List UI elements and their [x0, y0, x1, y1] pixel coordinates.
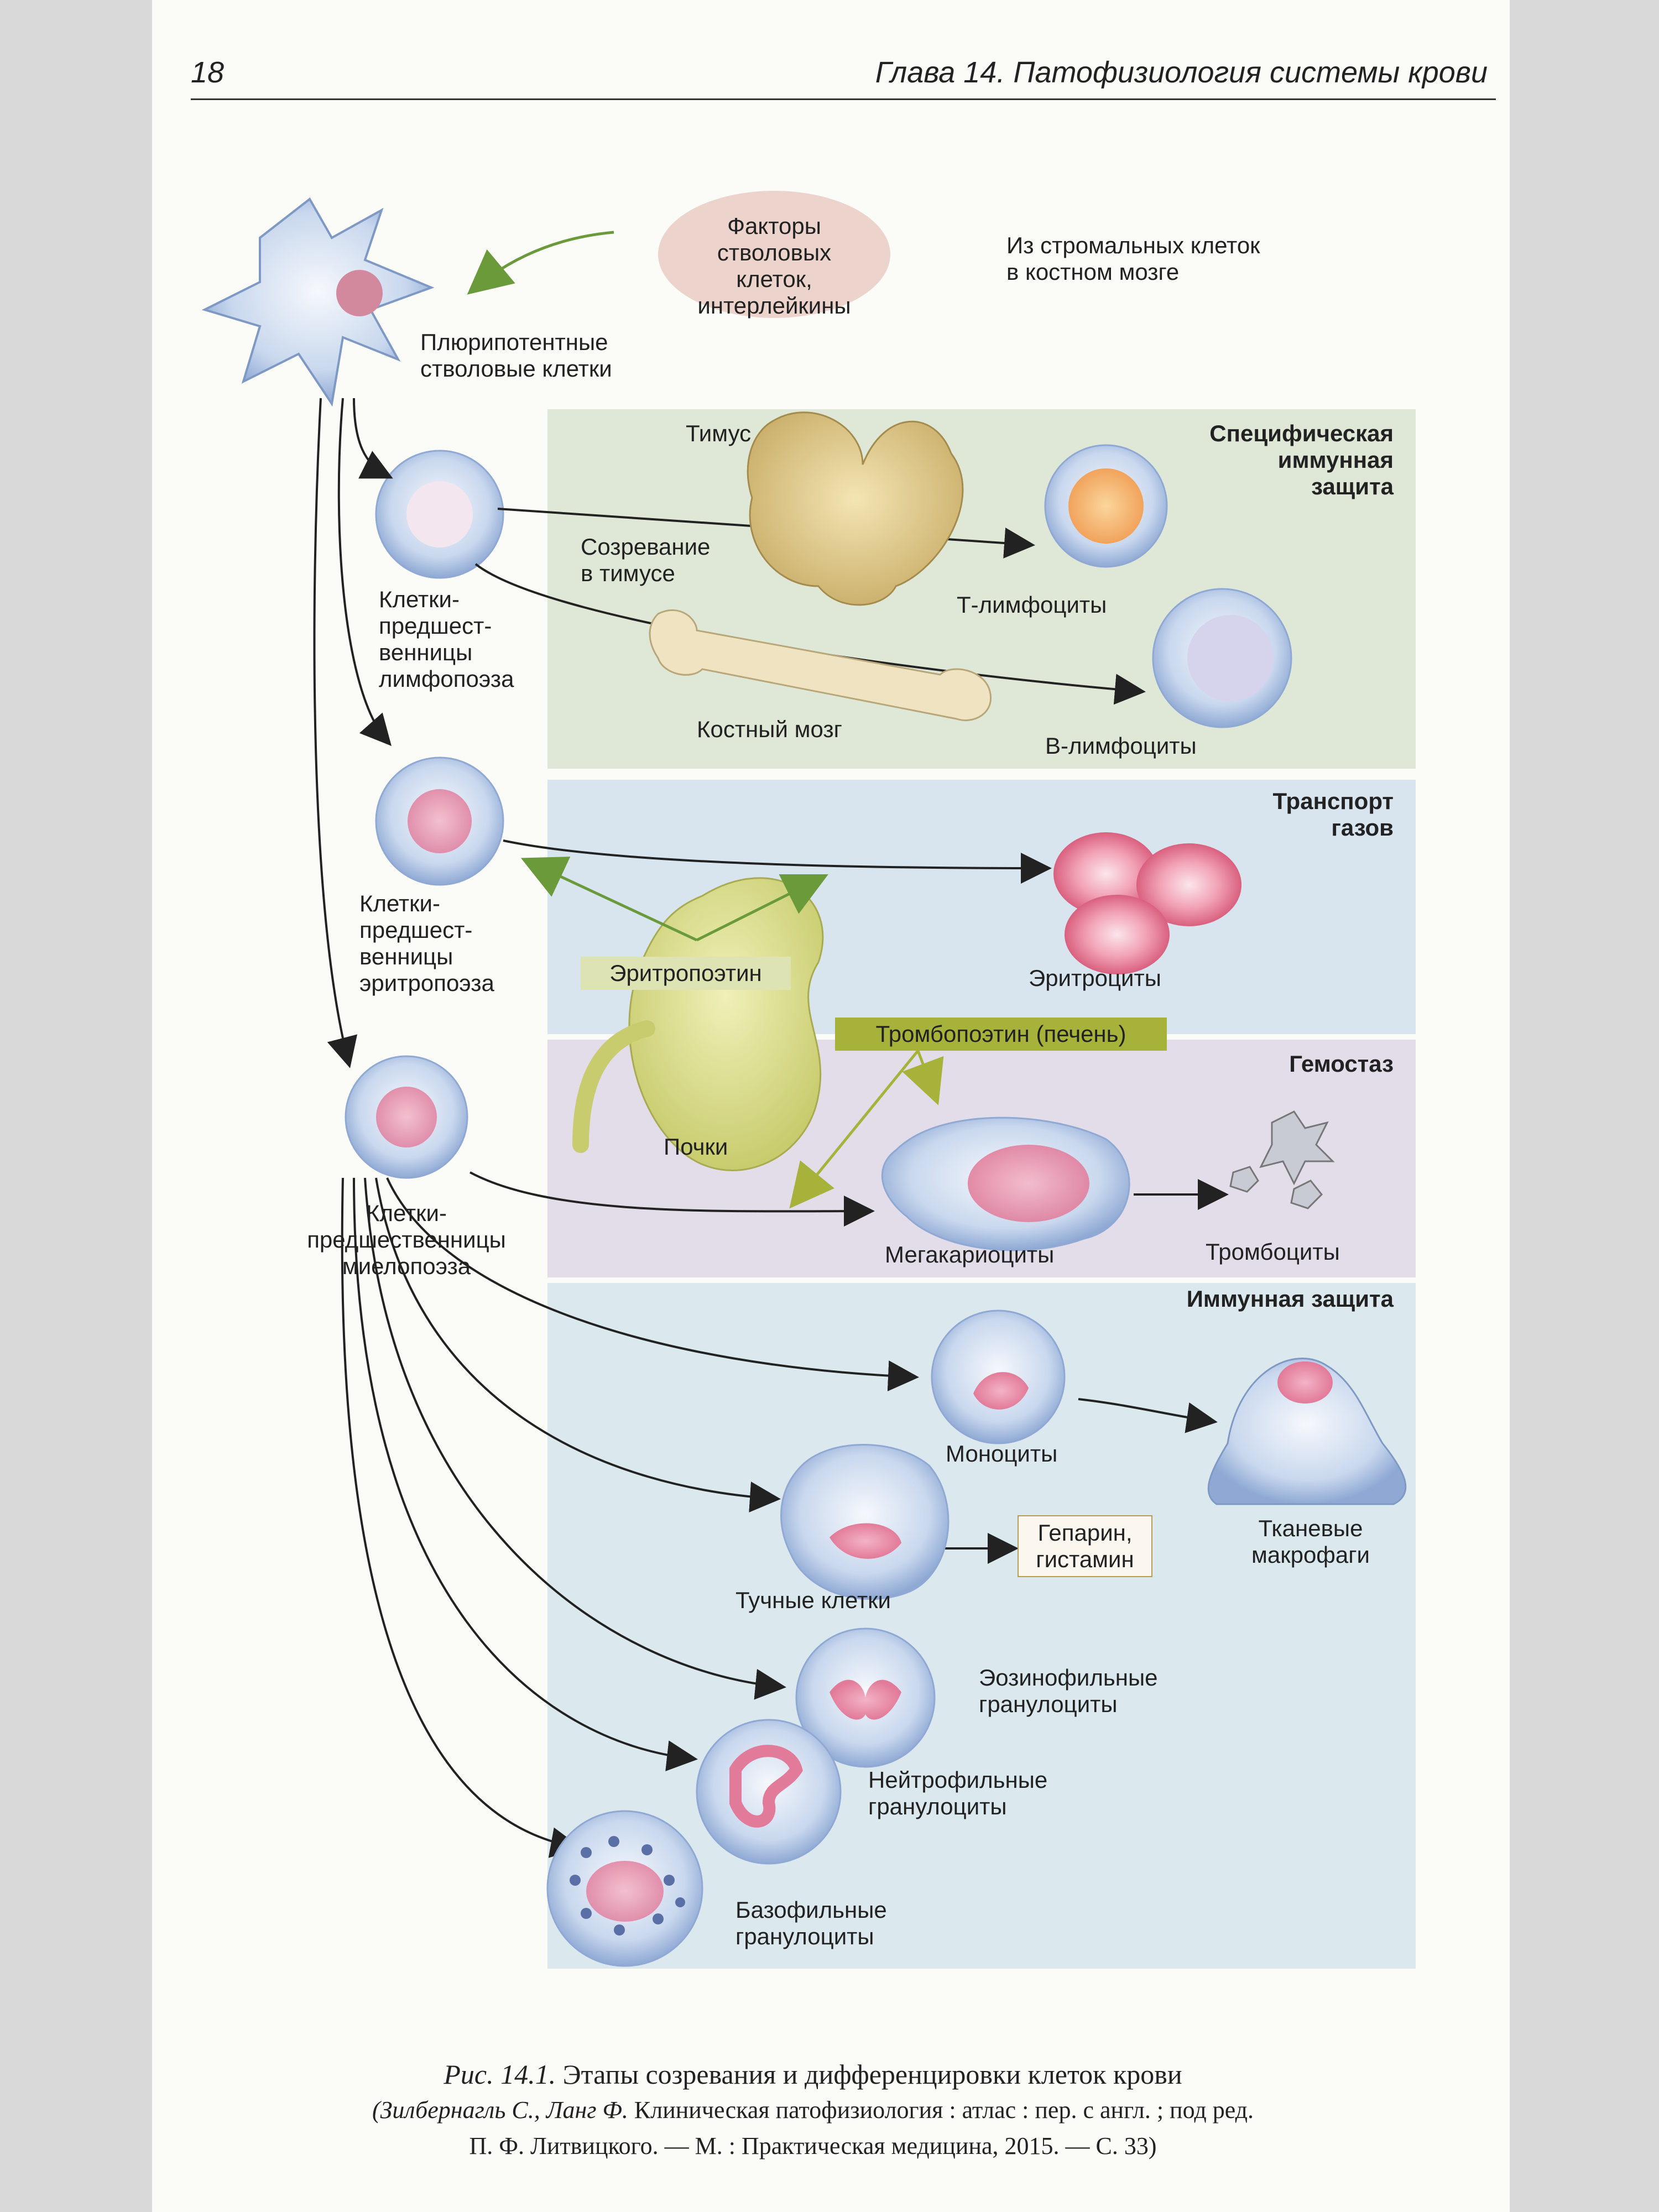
megakaryocyte-label: Мегакариоциты	[885, 1241, 1055, 1267]
chapter-title: Глава 14. Патофизиология системы крови	[875, 56, 1488, 89]
bone-marrow-label: Костный мозг	[697, 716, 842, 742]
ery-precursor-label: Клетки- предшест- венницы эритропоэза	[359, 890, 494, 996]
mast-cell	[780, 1444, 950, 1600]
mast-cell-label: Тучные клетки	[735, 1587, 891, 1613]
stem-cell	[201, 197, 435, 407]
reference-source: Клиническая патофизиология : атлас : пер…	[628, 2096, 1254, 2124]
header-rule	[191, 98, 1496, 100]
panel-gas-transport-title: Транспорт газов	[1272, 788, 1394, 841]
reference-publisher: П. Ф. Литвицкого. — М. : Практическая ме…	[469, 2132, 1157, 2159]
pluripotent-label: Плюрипотентные стволовые клетки	[420, 329, 612, 382]
thymus-label: Тимус	[686, 420, 752, 446]
figure-number: Рис. 14.1.	[444, 2059, 556, 2090]
bone-marrow-bone	[649, 609, 992, 722]
figure-caption: Рис. 14.1. Этапы созревания и дифференци…	[218, 2057, 1407, 2163]
heparin-box: Гепарин, гистамин	[1018, 1515, 1152, 1577]
eosinophil-label: Эозинофильные гранулоциты	[979, 1665, 1158, 1717]
t-lymphocyte-label: Т-лимфоциты	[957, 592, 1107, 618]
macrophage-cell	[1207, 1358, 1407, 1505]
page-number: 18	[191, 56, 225, 89]
myelo-precursor-label: Клетки- предшественницы миелопоэза	[307, 1200, 506, 1279]
panel-hemostasis-title: Гемостаз	[1289, 1051, 1394, 1077]
kidney-label: Почки	[664, 1134, 728, 1160]
thrombocyte-cells	[1229, 1110, 1335, 1209]
erythrocyte-cells	[1053, 832, 1241, 974]
figure-title: Этапы созревания и дифференцировки клето…	[556, 2059, 1182, 2090]
factors-label: Факторы стволовых клеток, интерлейкины	[697, 213, 851, 319]
tissue-macrophage-label: Тканевые макрофаги	[1251, 1515, 1370, 1568]
panel-immune-defense-title: Иммунная защита	[1186, 1286, 1394, 1312]
thymus-organ	[747, 411, 964, 606]
erythropoietin-box: Эритропоэтин	[581, 957, 791, 990]
reference-authors: (Зилбернагль С., Ланг Ф.	[372, 2096, 628, 2124]
factors-source-label: Из стромальных клеток в костном мозге	[1006, 232, 1260, 285]
b-lymphocyte-label: В-лимфоциты	[1045, 733, 1197, 759]
lymph-precursor-label: Клетки- предшест- венницы лимфопоэза	[379, 586, 514, 692]
neutrophil-label: Нейтрофильные гранулоциты	[868, 1767, 1048, 1819]
thrombocyte-label: Тромбоциты	[1206, 1239, 1340, 1265]
thymus-maturation-label: Созревание в тимусе	[581, 534, 711, 586]
monocyte-label: Моноциты	[946, 1441, 1058, 1467]
panel-specific-immunity-title: Специфическая иммунная защита	[1209, 420, 1394, 499]
erythrocyte-label: Эритроциты	[1029, 965, 1161, 991]
thrombopoietin-box: Тромбопоэтин (печень)	[835, 1018, 1167, 1051]
basophil-label: Базофильные гранулоциты	[735, 1897, 887, 1949]
factors-bubble	[658, 191, 890, 318]
